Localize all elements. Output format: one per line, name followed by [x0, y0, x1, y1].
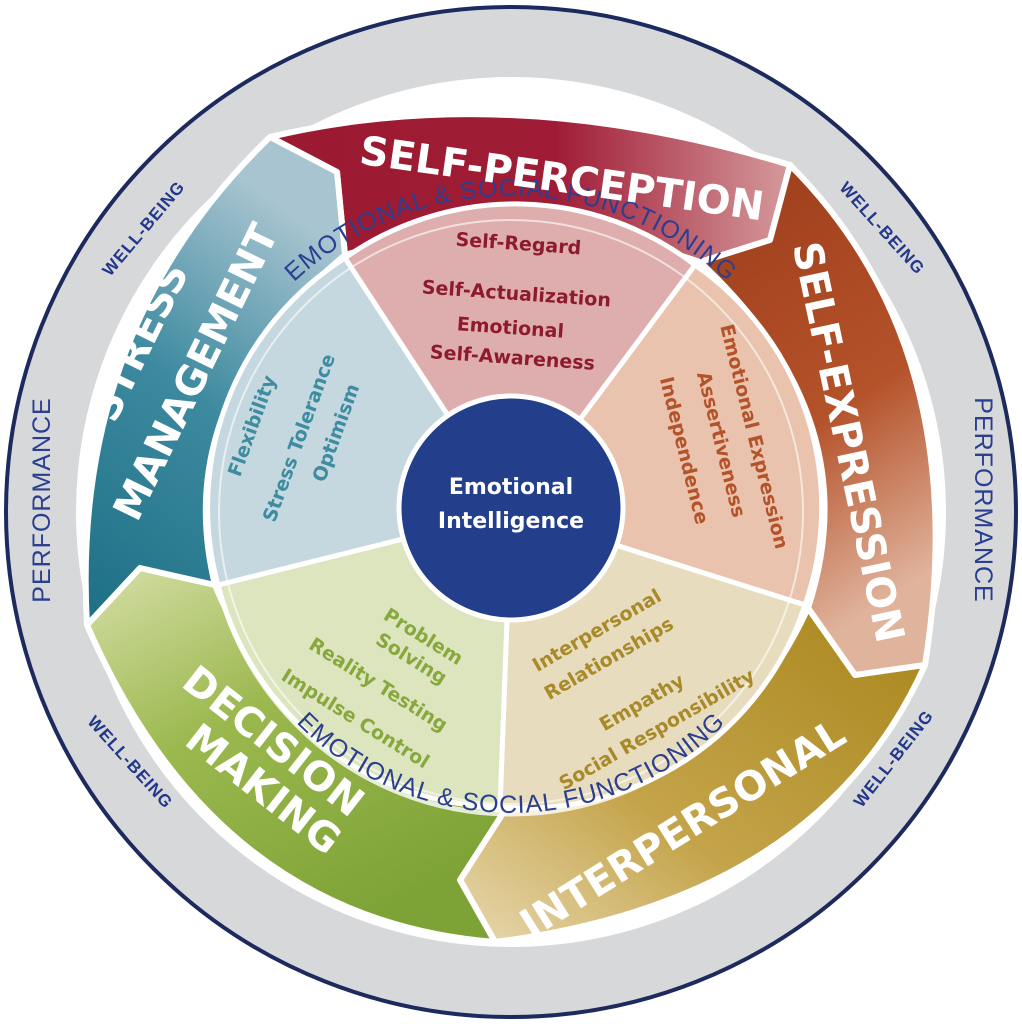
center-title-line2: Intelligence [438, 509, 584, 534]
wedge-self-perception [341, 201, 699, 517]
outer-label-right: PERFORMANCE [969, 397, 997, 602]
center-circle [396, 393, 626, 623]
outer-label-left: PERFORMANCE [28, 397, 56, 602]
center-title-line1: Emotional [449, 475, 573, 500]
inner-rim [218, 219, 804, 805]
